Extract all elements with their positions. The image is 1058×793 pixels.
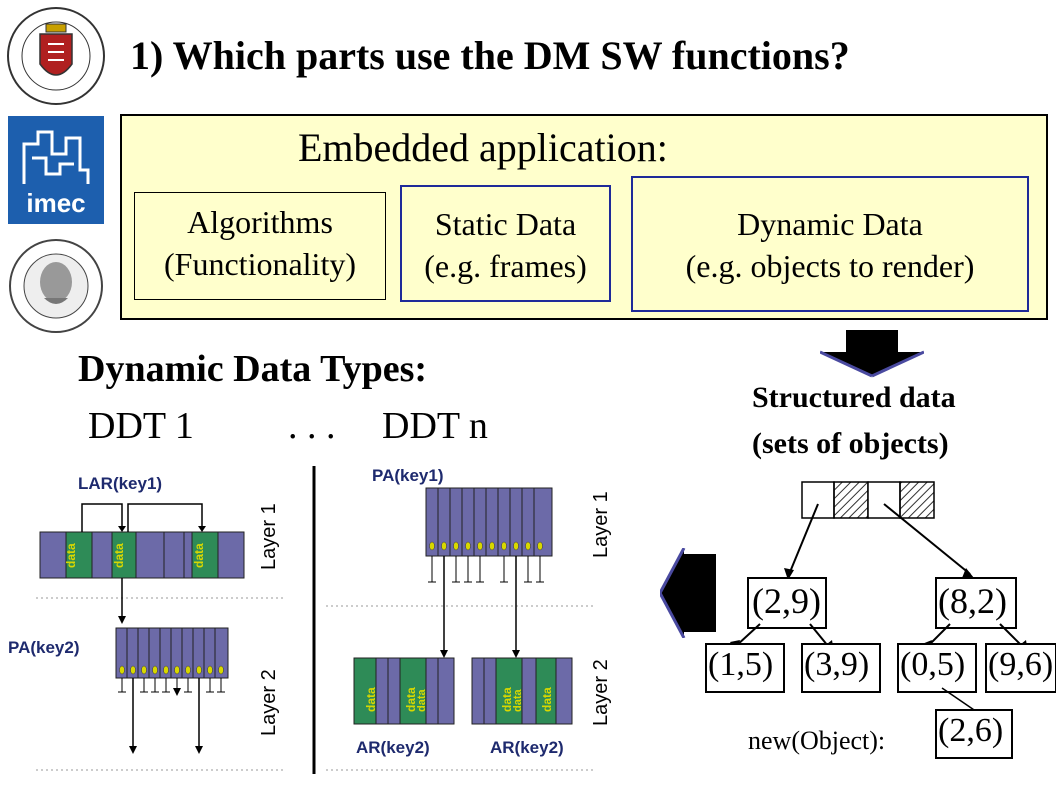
duth-logo	[9, 239, 103, 333]
algorithms-label: Algorithms	[187, 204, 333, 240]
tree-node-8-2: (8,2)	[938, 581, 1007, 621]
algorithms-box: Algorithms (Functionality)	[134, 192, 386, 300]
imec-logo-text: imec	[26, 188, 86, 218]
ar-key2-label-1: AR(key2)	[356, 738, 430, 757]
complutense-logo	[4, 4, 108, 108]
tree-node-2-9: (2,9)	[752, 581, 821, 621]
tree-node-3-9: (3,9)	[804, 646, 870, 683]
right-layer-2-label: Layer 2	[590, 659, 612, 726]
lar-key1-label: LAR(key1)	[78, 474, 163, 493]
tree-node-0-5: (0,5)	[900, 646, 966, 683]
structured-data-tree	[705, 481, 1056, 759]
left-layer-2-label: Layer 2	[258, 669, 280, 736]
pa-key2-label: PA(key2)	[8, 638, 80, 657]
tree-node-9-6: (9,6)	[988, 646, 1054, 683]
algorithms-sublabel: (Functionality)	[164, 246, 356, 282]
new-object-label: new(Object):	[748, 726, 886, 755]
right-data-cell-6: data	[540, 687, 554, 712]
page-title: 1) Which parts use the DM SW functions?	[130, 33, 850, 78]
static-data-box: Static Data (e.g. frames)	[400, 185, 611, 302]
static-data-sublabel: (e.g. frames)	[424, 248, 587, 284]
left-data-cell-3: data	[192, 543, 206, 568]
down-arrow-icon	[820, 330, 924, 378]
imec-logo-mark	[22, 130, 90, 184]
left-layer-1-label: Layer 1	[258, 503, 280, 570]
dynamic-data-box: Dynamic Data (e.g. objects to render)	[631, 176, 1029, 312]
right-data-cell-1: data	[364, 687, 378, 712]
left-data-cell-1: data	[64, 543, 78, 568]
static-data-label: Static Data	[434, 206, 577, 242]
dynamic-data-label: Dynamic Data	[737, 206, 923, 242]
tree-node-1-5: (1,5)	[708, 646, 774, 683]
ar-key2-label-2: AR(key2)	[490, 738, 564, 757]
dynamic-data-sublabel: (e.g. objects to render)	[685, 248, 975, 284]
structured-data-line1: Structured data	[752, 381, 956, 414]
pa-key1-label: PA(key1)	[372, 466, 444, 485]
embedded-application-title: Embedded application:	[298, 125, 668, 170]
left-arrow-icon	[660, 548, 716, 638]
ddt-n-label: DDT n	[382, 405, 488, 447]
ddt-1-diagram	[36, 466, 316, 774]
dynamic-data-types-heading: Dynamic Data Types:	[78, 348, 428, 390]
right-data-cell-3: data	[416, 689, 428, 712]
ddt-ellipsis: . . .	[288, 405, 336, 447]
structured-data-heading: Structured data (sets of objects)	[752, 375, 956, 467]
ddt-n-diagram	[326, 487, 596, 771]
ddt-1-label: DDT 1	[88, 405, 194, 447]
tree-new-node-2-6: (2,6)	[938, 712, 1004, 749]
structured-data-line2: (sets of objects)	[752, 427, 949, 460]
right-data-cell-5: data	[512, 689, 524, 712]
left-data-cell-2: data	[112, 543, 126, 568]
right-layer-1-label: Layer 1	[590, 491, 612, 558]
